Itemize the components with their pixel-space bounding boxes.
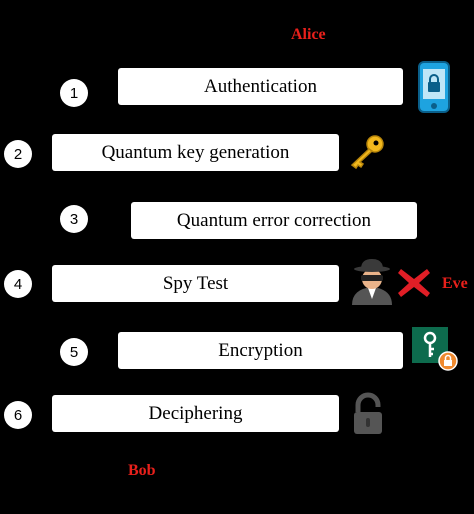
spy-icon xyxy=(352,259,392,305)
step-5-box: Encryption xyxy=(118,332,403,369)
locked-key-icon xyxy=(412,327,458,371)
eve-label: Eve xyxy=(442,275,468,292)
step-1-number: 1 xyxy=(60,79,88,107)
step-1-label: Authentication xyxy=(204,75,317,97)
step-1-box: Authentication xyxy=(118,68,403,105)
phone-lock-icon xyxy=(418,61,450,113)
step-6-number: 6 xyxy=(4,401,32,429)
step-5-number: 5 xyxy=(60,338,88,366)
step-4-number: 4 xyxy=(4,270,32,298)
step-2-number: 2 xyxy=(4,140,32,168)
step-6-box: Deciphering xyxy=(52,395,339,432)
step-2-box: Quantum key generation xyxy=(52,134,339,171)
alice-label: Alice xyxy=(291,26,326,43)
step-3-box: Quantum error correction xyxy=(131,202,417,239)
step-4-label: Spy Test xyxy=(162,272,229,294)
bob-label: Bob xyxy=(128,462,156,479)
step-3-label: Quantum error correction xyxy=(176,209,372,231)
step-3-number: 3 xyxy=(60,205,88,233)
step-5-label: Encryption xyxy=(218,339,303,361)
step-6-label: Deciphering xyxy=(148,402,243,424)
step-4-box: Spy Test xyxy=(52,265,339,302)
unlocked-padlock-icon xyxy=(354,392,382,434)
key-icon xyxy=(350,135,384,170)
cross-icon xyxy=(398,269,430,297)
step-2-label: Quantum key generation xyxy=(101,141,290,163)
